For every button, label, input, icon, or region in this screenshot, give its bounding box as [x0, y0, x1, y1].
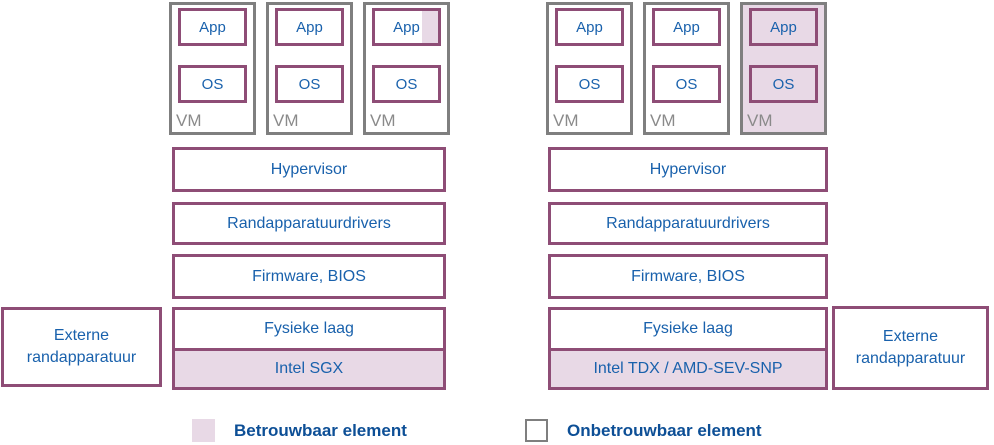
layer-label: Firmware, BIOS	[252, 267, 366, 285]
app-box: App	[652, 8, 721, 46]
app-label: App	[576, 18, 603, 36]
layer-peripheral-drivers-sgx: Randapparatuurdrivers	[172, 202, 446, 245]
vm-box: App OS VM	[169, 2, 256, 135]
trusted-swatch	[192, 419, 215, 442]
tee-label: Intel TDX / AMD-SEV-SNP	[593, 360, 783, 377]
vm-box: App OS VM	[643, 2, 730, 135]
vm-box: App OS VM	[546, 2, 633, 135]
vm-label: VM	[176, 111, 202, 130]
untrusted-swatch	[525, 419, 548, 442]
external-label: Externe randapparatuur	[855, 328, 966, 367]
physical-layer-section: Fysieke laag	[175, 310, 443, 351]
vm-row-sgx: App OS VM App OS VM App OS VM	[169, 2, 450, 135]
app-label: App	[770, 18, 797, 36]
vm-box-trusted: App OS VM	[740, 2, 827, 135]
legend-trusted-label: Betrouwbaar element	[234, 420, 407, 440]
layer-label: Firmware, BIOS	[631, 267, 745, 285]
os-label: OS	[675, 75, 698, 93]
layer-label: Randapparatuurdrivers	[606, 214, 770, 232]
app-box: App	[275, 8, 344, 46]
vm-box: App OS VM	[266, 2, 353, 135]
tee-section-tdx-sev-snp: Intel TDX / AMD-SEV-SNP	[551, 351, 825, 387]
legend-untrusted-label: Onbetrouwbaar element	[567, 420, 762, 440]
layer-label: Fysieke laag	[643, 320, 733, 337]
layer-peripheral-drivers-tdx: Randapparatuurdrivers	[548, 202, 828, 245]
layer-firmware-bios-tdx: Firmware, BIOS	[548, 254, 828, 299]
legend-untrusted: Onbetrouwbaar element	[525, 419, 762, 442]
os-label: OS	[201, 75, 224, 93]
vm-label: VM	[370, 111, 396, 130]
app-label: App	[199, 18, 226, 36]
layer-hypervisor-tdx: Hypervisor	[548, 147, 828, 192]
tee-label: Intel SGX	[274, 360, 344, 377]
layer-label: Randapparatuurdrivers	[227, 214, 391, 232]
vm-box-partially-trusted: App OS VM	[363, 2, 450, 135]
app-box: App	[178, 8, 247, 46]
layer-label: Fysieke laag	[264, 320, 354, 337]
vm-label: VM	[273, 111, 299, 130]
os-label: OS	[395, 75, 418, 93]
layer-physical-sgx: Fysieke laag Intel SGX	[172, 307, 446, 390]
app-box-partially-trusted: App	[372, 8, 441, 46]
app-label: App	[296, 18, 323, 36]
os-box: OS	[178, 65, 247, 103]
os-box: OS	[275, 65, 344, 103]
app-box: App	[555, 8, 624, 46]
app-box-trusted: App	[749, 8, 818, 46]
os-box-trusted: OS	[749, 65, 818, 103]
os-label: OS	[772, 75, 795, 93]
app-label: App	[393, 18, 420, 36]
layer-physical-tdx: Fysieke laag Intel TDX / AMD-SEV-SNP	[548, 307, 828, 390]
vm-label: VM	[553, 111, 579, 130]
vm-row-tdx-sev: App OS VM App OS VM App OS VM	[546, 2, 827, 135]
external-label: Externe randapparatuur	[26, 327, 137, 366]
layer-hypervisor-sgx: Hypervisor	[172, 147, 446, 192]
layer-firmware-bios-sgx: Firmware, BIOS	[172, 254, 446, 299]
app-label: App	[673, 18, 700, 36]
os-box: OS	[372, 65, 441, 103]
os-label: OS	[578, 75, 601, 93]
trusted-band	[421, 11, 438, 43]
tee-section-intel-sgx: Intel SGX	[175, 351, 443, 387]
os-box: OS	[652, 65, 721, 103]
physical-layer-section: Fysieke laag	[551, 310, 825, 351]
external-peripherals-right: Externe randapparatuur	[832, 306, 989, 390]
os-box: OS	[555, 65, 624, 103]
layer-label: Hypervisor	[649, 160, 727, 178]
vm-label: VM	[747, 111, 773, 130]
legend-trusted: Betrouwbaar element	[192, 419, 407, 442]
os-label: OS	[298, 75, 321, 93]
external-peripherals-left: Externe randapparatuur	[1, 307, 162, 387]
vm-label: VM	[650, 111, 676, 130]
layer-label: Hypervisor	[270, 160, 348, 178]
